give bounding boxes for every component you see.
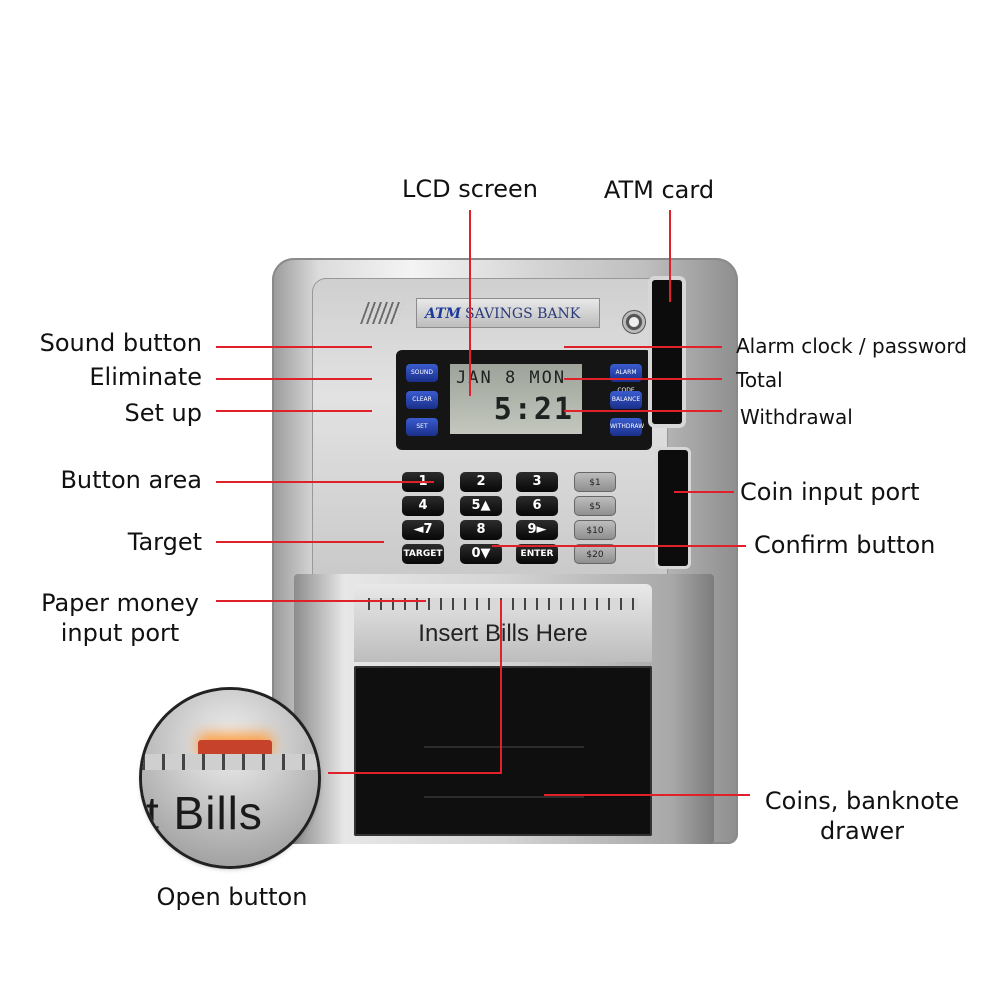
label-open-button: Open button (156, 883, 308, 911)
balance-button[interactable]: BALANCE (610, 391, 642, 409)
leader-line-open-horizontal (328, 772, 502, 774)
open-button-zoom-inset: t Bills (142, 690, 318, 866)
lower-section: Insert Bills Here (294, 574, 714, 844)
key-9[interactable]: 9► (516, 520, 558, 540)
label-target: Target (127, 528, 202, 556)
lcd-time: 5:21 (493, 392, 574, 427)
leader-line-confirm (492, 545, 746, 547)
label-atm-card: ATM card (603, 176, 715, 204)
bill-input-slot[interactable] (368, 598, 638, 610)
lcd-date: JAN 8 MON (456, 368, 567, 388)
leader-line-sound (216, 346, 372, 348)
key-4[interactable]: 4 (402, 496, 444, 516)
leader-line-set-up (216, 410, 372, 412)
atm-card-slot[interactable] (652, 280, 682, 424)
screen-panel: SOUND CLEAR SET JAN 8 MON 5:21 ALARM COD… (396, 350, 652, 450)
money-key-1[interactable]: $1 (574, 472, 616, 492)
speaker-vent (359, 302, 405, 324)
leader-line-eliminate (216, 378, 372, 380)
key-5[interactable]: 5▲ (460, 496, 502, 516)
clear-button[interactable]: CLEAR (406, 391, 438, 409)
inset-bill-slot (142, 754, 318, 770)
leader-line-withdrawal (564, 410, 722, 412)
sound-button[interactable]: SOUND (406, 364, 438, 382)
withdraw-button[interactable]: WITHDRAW (610, 418, 644, 436)
label-lcd-screen: LCD screen (401, 175, 539, 203)
inset-bills-text: t Bills (146, 787, 263, 839)
leader-line-button-area (216, 481, 434, 483)
money-key-20[interactable]: $20 (574, 544, 616, 564)
bill-input-panel: Insert Bills Here (354, 584, 652, 662)
insert-bills-label: Insert Bills Here (418, 620, 588, 647)
leader-line-drawer (544, 794, 750, 796)
coin-input-slot[interactable] (658, 450, 688, 566)
leader-line-target (216, 541, 384, 543)
label-withdrawal: Withdrawal (740, 405, 853, 429)
label-drawer-line1: Coins, banknote (764, 787, 960, 815)
money-key-10[interactable]: $10 (574, 520, 616, 540)
label-confirm-button: Confirm button (754, 531, 936, 559)
target-button[interactable]: TARGET (402, 544, 444, 564)
label-button-area: Button area (60, 466, 202, 494)
key-8[interactable]: 8 (460, 520, 502, 540)
leader-line-paper-money (216, 600, 426, 602)
label-paper-money-line1: Paper money (41, 589, 199, 617)
enter-button[interactable]: ENTER (516, 544, 558, 564)
alarm-code-button[interactable]: ALARM CODE (610, 364, 642, 394)
key-6[interactable]: 6 (516, 496, 558, 516)
key-3[interactable]: 3 (516, 472, 558, 492)
key-lock-icon[interactable] (622, 310, 646, 334)
coin-banknote-drawer[interactable] (354, 666, 652, 836)
label-coin-input-port: Coin input port (740, 478, 920, 506)
money-key-5[interactable]: $5 (574, 496, 616, 516)
label-sound-button: Sound button (39, 329, 202, 357)
label-set-up: Set up (124, 399, 202, 427)
label-total: Total (736, 368, 783, 392)
drawer-line (424, 746, 584, 748)
brand-name: SAVINGS BANK (465, 306, 581, 322)
leader-line-total (564, 378, 722, 380)
key-2[interactable]: 2 (460, 472, 502, 492)
atm-logo: ATM (425, 306, 462, 322)
leader-line-coin (674, 491, 734, 493)
leader-line-alarm (564, 346, 722, 348)
label-paper-money-line2: input port (60, 619, 180, 647)
key-0[interactable]: 0▼ (460, 544, 502, 564)
drawer-line (424, 796, 584, 798)
lcd-screen: JAN 8 MON 5:21 (450, 364, 582, 434)
keypad: 1 2 3 4 5▲ 6 ◄7 8 9► TARGET 0▼ ENTER $1 … (396, 472, 652, 576)
key-7[interactable]: ◄7 (402, 520, 444, 540)
leader-line-lcd (469, 210, 471, 396)
label-drawer-line2: drawer (819, 817, 905, 845)
set-button[interactable]: SET (406, 418, 438, 436)
label-alarm-clock: Alarm clock / password (736, 334, 967, 358)
label-eliminate: Eliminate (89, 363, 202, 391)
leader-line-atm-card (669, 210, 671, 302)
leader-line-open-vertical (500, 600, 502, 774)
